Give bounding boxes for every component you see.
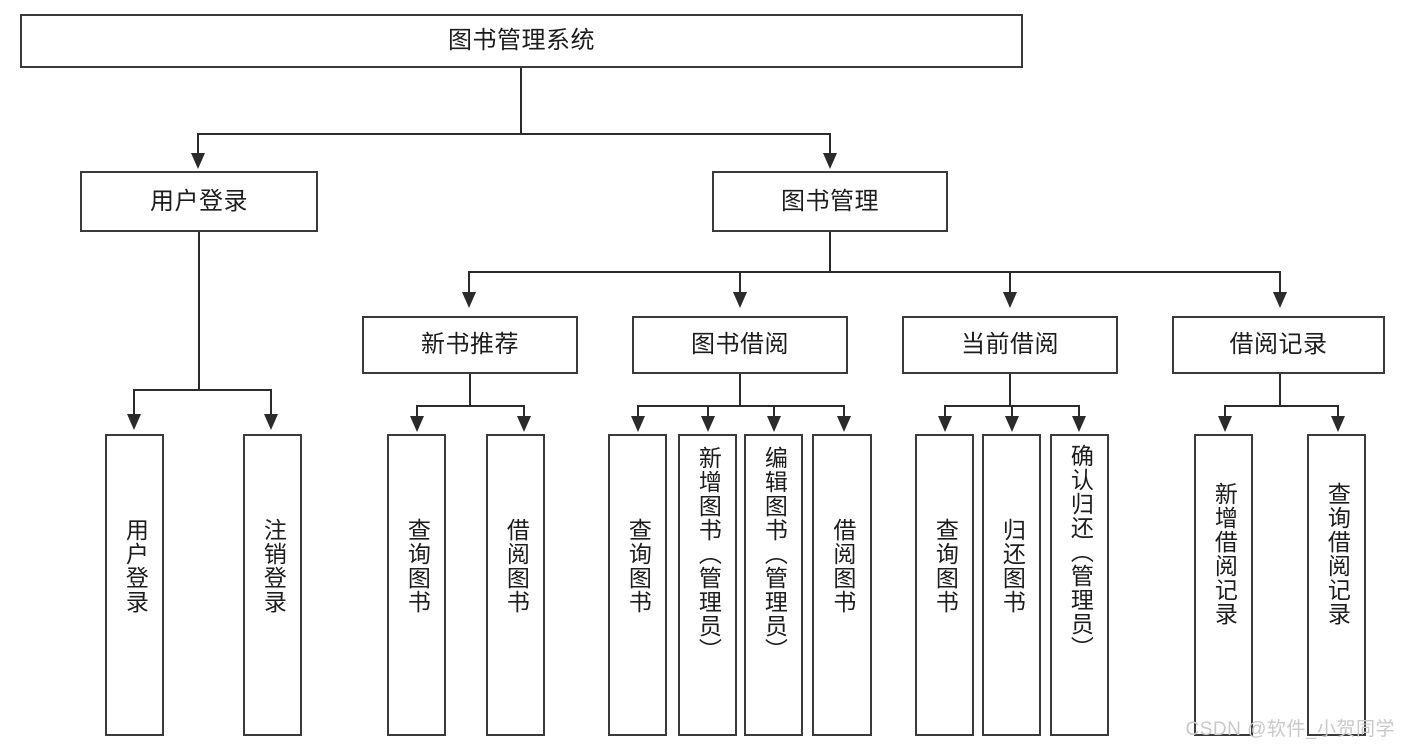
node-new-book-recommend[interactable]: 新书推荐 bbox=[362, 316, 578, 374]
connector-bm-to-current-borrow bbox=[1009, 271, 1011, 296]
leaf-current-borrow-confirm[interactable]: 确认归还（管理员） bbox=[1050, 434, 1109, 736]
connector-book-borrow-bus bbox=[637, 405, 845, 407]
connector-borrow-record-stem bbox=[1279, 374, 1281, 406]
node-label: 新书推荐 bbox=[421, 331, 519, 359]
leaf-new-book-borrow[interactable]: 借阅图书 bbox=[486, 434, 545, 736]
connector-bb-to-leaf-3 bbox=[843, 405, 845, 420]
node-label: 当前借阅 bbox=[961, 331, 1059, 359]
arrowhead-bm-book-borrow bbox=[733, 292, 747, 308]
arrowhead-bb-leaf-1 bbox=[701, 416, 715, 432]
connector-user-login-to-leaf-0 bbox=[133, 389, 135, 418]
watermark-text: CSDN @软件_小贺同学 bbox=[1185, 719, 1395, 740]
connector-new-book-stem bbox=[469, 374, 471, 406]
leaf-new-book-query[interactable]: 查询图书 bbox=[387, 434, 446, 736]
arrowhead-br-leaf-0 bbox=[1218, 416, 1232, 432]
node-label: 查询图书 bbox=[932, 518, 959, 614]
node-label: 借阅图书 bbox=[829, 518, 856, 614]
node-label: 查询图书 bbox=[404, 518, 431, 614]
connector-new-book-to-leaf-1 bbox=[523, 405, 525, 420]
node-label: 借阅图书 bbox=[503, 518, 530, 614]
connector-br-to-leaf-1 bbox=[1337, 405, 1339, 420]
arrowhead-bm-current-borrow bbox=[1003, 292, 1017, 308]
connector-root-to-user-login bbox=[197, 133, 199, 157]
arrowhead-cb-leaf-0 bbox=[938, 416, 952, 432]
connector-bb-to-leaf-1 bbox=[707, 405, 709, 420]
connector-root-bus bbox=[197, 133, 830, 135]
node-book-borrow[interactable]: 图书借阅 bbox=[632, 316, 848, 374]
leaf-current-borrow-query[interactable]: 查询图书 bbox=[915, 434, 974, 736]
leaf-book-borrow-borrow[interactable]: 借阅图书 bbox=[812, 434, 872, 736]
node-label: 用户登录 bbox=[150, 187, 248, 215]
node-current-borrow[interactable]: 当前借阅 bbox=[902, 316, 1118, 374]
connector-book-management-bus bbox=[468, 271, 1280, 273]
node-label: 图书管理 bbox=[781, 187, 879, 215]
arrowhead-new-book-leaf-1 bbox=[517, 416, 531, 432]
arrowhead-bb-leaf-0 bbox=[631, 416, 645, 432]
node-label: 新增图书（管理员） bbox=[695, 446, 722, 662]
arrowhead-cb-leaf-2 bbox=[1072, 416, 1086, 432]
arrowhead-bb-leaf-2 bbox=[767, 416, 781, 432]
node-user-login[interactable]: 用户登录 bbox=[80, 171, 318, 232]
node-book-management[interactable]: 图书管理 bbox=[712, 171, 948, 232]
connector-current-borrow-stem bbox=[1009, 374, 1011, 406]
connector-bb-to-leaf-0 bbox=[637, 405, 639, 420]
arrowhead-root-to-book-manage bbox=[823, 153, 837, 169]
node-label: 用户登录 bbox=[122, 518, 149, 614]
node-label: 归还图书 bbox=[999, 518, 1026, 614]
node-label: 查询图书 bbox=[625, 518, 652, 614]
node-label: 确认归还（管理员） bbox=[1067, 444, 1094, 660]
connector-bm-to-borrow-record bbox=[1279, 271, 1281, 296]
connector-bm-to-book-borrow bbox=[739, 271, 741, 296]
leaf-user-login-logout[interactable]: 注销登录 bbox=[243, 434, 302, 736]
node-label: 借阅记录 bbox=[1229, 331, 1328, 359]
node-label: 注销登录 bbox=[260, 518, 287, 614]
arrowhead-br-leaf-1 bbox=[1331, 416, 1345, 432]
leaf-borrow-record-add[interactable]: 新增借阅记录 bbox=[1194, 434, 1253, 736]
arrowhead-bm-new-book bbox=[462, 292, 476, 308]
leaf-book-borrow-add[interactable]: 新增图书（管理员） bbox=[678, 434, 737, 736]
node-root-system[interactable]: 图书管理系统 bbox=[20, 14, 1023, 68]
connector-user-login-bus bbox=[133, 389, 270, 391]
connector-user-login-stem bbox=[198, 232, 200, 390]
node-label: 查询借阅记录 bbox=[1324, 482, 1351, 626]
connector-cb-to-leaf-0 bbox=[944, 405, 946, 420]
arrowhead-bm-borrow-record bbox=[1273, 292, 1287, 308]
arrowhead-user-login-leaf-0 bbox=[127, 414, 141, 430]
connector-new-book-to-leaf-0 bbox=[416, 405, 418, 420]
node-label: 图书借阅 bbox=[691, 331, 789, 359]
leaf-current-borrow-return[interactable]: 归还图书 bbox=[982, 434, 1041, 736]
connector-bb-to-leaf-2 bbox=[773, 405, 775, 420]
connector-book-borrow-stem bbox=[739, 374, 741, 406]
node-label: 编辑图书（管理员） bbox=[761, 446, 788, 662]
node-label: 图书管理系统 bbox=[448, 27, 595, 55]
leaf-book-borrow-query[interactable]: 查询图书 bbox=[608, 434, 667, 736]
connector-cb-to-leaf-2 bbox=[1078, 405, 1080, 420]
connector-new-book-bus bbox=[416, 405, 524, 407]
connector-cb-to-leaf-1 bbox=[1011, 405, 1013, 420]
leaf-borrow-record-query[interactable]: 查询借阅记录 bbox=[1307, 434, 1366, 736]
connector-user-login-to-leaf-1 bbox=[270, 389, 272, 418]
connector-book-management-stem bbox=[829, 232, 831, 272]
connector-root-stem bbox=[520, 68, 522, 134]
arrowhead-new-book-leaf-0 bbox=[410, 416, 424, 432]
connector-root-to-book-manage bbox=[829, 133, 831, 157]
connector-br-to-leaf-0 bbox=[1224, 405, 1226, 420]
arrowhead-root-to-user-login bbox=[191, 153, 205, 169]
connector-borrow-record-bus bbox=[1224, 405, 1338, 407]
node-borrow-record[interactable]: 借阅记录 bbox=[1172, 316, 1385, 374]
connector-bm-to-new-book bbox=[468, 271, 470, 296]
leaf-user-login-login[interactable]: 用户登录 bbox=[105, 434, 164, 736]
arrowhead-cb-leaf-1 bbox=[1005, 416, 1019, 432]
node-label: 新增借阅记录 bbox=[1211, 482, 1238, 626]
arrowhead-user-login-leaf-1 bbox=[264, 414, 278, 430]
arrowhead-bb-leaf-3 bbox=[837, 416, 851, 432]
leaf-book-borrow-edit[interactable]: 编辑图书（管理员） bbox=[744, 434, 803, 736]
